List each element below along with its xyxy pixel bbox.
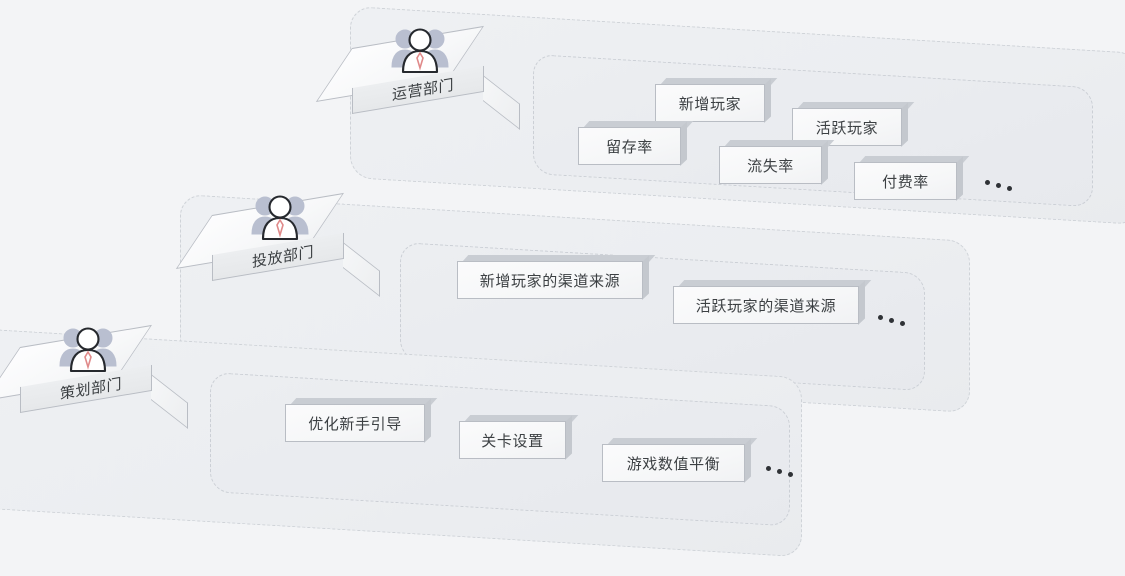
people-group-icon [250, 193, 312, 243]
department-block-design[interactable]: 策划部门 [0, 324, 188, 429]
chip-label: 新增玩家 [678, 95, 742, 113]
metric-chip[interactable]: 游戏数值平衡 [602, 438, 758, 483]
chip-right-edge [565, 415, 572, 460]
metric-chip[interactable]: 新增玩家的渠道来源 [457, 255, 656, 300]
chip-face: 游戏数值平衡 [602, 444, 745, 482]
ellipsis-indicator [985, 180, 1025, 194]
chip-right-edge [744, 438, 751, 483]
metric-chip[interactable]: 活跃玩家的渠道来源 [673, 280, 872, 325]
chip-label: 活跃玩家的渠道来源 [695, 297, 837, 315]
chip-face: 优化新手引导 [285, 404, 425, 442]
metric-chip[interactable]: 优化新手引导 [285, 398, 438, 443]
chip-face: 新增玩家的渠道来源 [457, 261, 643, 299]
chip-label: 新增玩家的渠道来源 [479, 272, 621, 290]
metric-chip[interactable]: 留存率 [578, 121, 694, 166]
department-block-side-face [151, 374, 188, 429]
chip-label: 活跃玩家 [815, 119, 879, 137]
chip-label: 关卡设置 [481, 432, 544, 450]
people-group-icon [390, 26, 452, 76]
chip-face: 付费率 [854, 162, 957, 200]
chip-face: 留存率 [578, 127, 681, 165]
metric-chip[interactable]: 新增玩家 [655, 78, 778, 123]
ellipsis-indicator [766, 466, 806, 480]
chip-face: 流失率 [719, 146, 822, 184]
metric-chip[interactable]: 关卡设置 [459, 415, 579, 460]
chip-right-edge [424, 398, 431, 443]
chip-label: 优化新手引导 [308, 415, 402, 433]
department-block-marketing[interactable]: 投放部门 [175, 192, 380, 297]
metric-chip[interactable]: 活跃玩家 [792, 102, 915, 147]
chip-label: 流失率 [747, 157, 794, 175]
lane-marketing: 投放部门 [175, 192, 970, 413]
lane-operations: 运营部门 [0, 0, 1125, 230]
chip-label: 游戏数值平衡 [626, 455, 721, 473]
chip-face: 活跃玩家的渠道来源 [673, 286, 859, 324]
chip-face: 关卡设置 [459, 421, 566, 459]
chip-label: 付费率 [882, 173, 929, 191]
people-group-icon [58, 325, 120, 375]
metric-chip[interactable]: 流失率 [719, 140, 835, 185]
ellipsis-indicator [878, 315, 918, 329]
metric-chip[interactable]: 付费率 [854, 156, 970, 201]
chip-face: 活跃玩家 [792, 108, 902, 146]
chip-label: 留存率 [606, 138, 653, 156]
department-block-operations[interactable]: 运营部门 [315, 25, 520, 130]
chip-face: 新增玩家 [655, 84, 765, 122]
